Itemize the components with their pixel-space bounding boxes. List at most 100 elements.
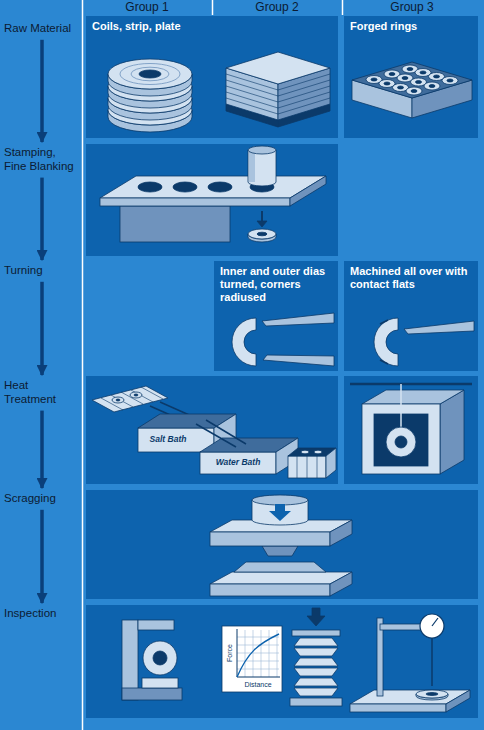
blanking-press [249,151,255,182]
quench-line [200,452,276,474]
node-text: Raw Material [4,22,80,36]
process-step-label: Stamping, Fine Blanking [3,146,81,174]
inspection-gauges [294,638,338,646]
scragging-press [210,584,330,596]
turning-operation [232,318,256,366]
inspection-gauges [290,698,342,706]
ring-tray [411,90,417,93]
process-step-label: Scragging [3,492,81,506]
plate-stack [226,52,330,127]
material-note: Forged rings [346,18,421,35]
tempering-furnace [350,383,472,386]
turning-operation [404,321,474,334]
blanking-press [100,146,326,242]
column-divider [82,0,84,730]
scragging-press [234,562,326,572]
scragging-press [262,546,298,556]
tank-label: Water Bath [215,458,262,467]
flow-arrow [40,40,44,142]
node-text: Inner and outer dias turned, corners rad… [220,265,332,305]
blanking-press [248,229,276,239]
inspection-gauges [222,626,282,692]
quench-line [326,448,336,478]
scragging-press [330,520,352,546]
ring-tray [407,68,413,71]
turning-operation [374,318,398,366]
node-text: Stamping, Fine Blanking [4,146,80,174]
tempering-furnace [362,390,464,404]
ring-tray [384,82,390,85]
ring-tray [352,62,472,98]
tempering-furnace [400,384,402,427]
scragging-press [210,495,352,596]
ring-tray [416,81,422,84]
quench-line [101,387,163,410]
ring-tray [398,86,404,89]
blanking-press [173,182,197,192]
inspection-gauges [446,690,470,712]
blanking-press [257,232,267,236]
turning-operation [380,360,388,364]
quench-line [116,399,120,401]
ring-tray [434,75,440,78]
quench-line [92,386,168,412]
inspection-gauges [294,648,338,656]
quench-line [297,456,317,478]
process-panel [344,16,478,138]
axis-label: Force [226,643,234,663]
tempering-furnace [350,384,472,474]
process-panel [86,16,478,718]
inspection-gauges [294,658,338,666]
inspection-gauges [143,641,177,675]
inspection-gauges [237,630,279,677]
quench-line [288,456,326,478]
tempering-furnace [440,390,464,474]
column-header: Group 2 [254,1,299,14]
process-step-label: Turning [3,264,81,278]
process-panel [86,16,338,138]
ring-tray [429,85,435,88]
machining-note: Inner and outer dias turned, corners rad… [216,263,336,307]
material-note: Coils, strip, plate [88,18,185,35]
inspection-gauges [294,668,338,676]
ring-tray [406,87,422,95]
inspection-gauges [416,690,448,698]
process-panel [344,261,478,371]
process-panel [344,376,478,484]
process-panel [86,490,478,599]
blanking-press [100,198,290,206]
coil-stack [139,70,161,78]
node-text: Turning [4,264,80,278]
blanking-press [120,206,230,242]
ring-tray [424,82,440,90]
quench-line [301,450,309,454]
scragging-press [330,572,352,596]
process-step-label: Raw Material [3,22,81,36]
turning-operation [380,320,388,324]
ring-tray [442,77,458,85]
quench-line [196,424,236,447]
turning-operation [232,313,474,366]
inspection-gauges [292,630,340,636]
flow-arrow [40,178,44,260]
coil-stack [131,67,169,81]
turning-operation [263,355,334,366]
quench-line [134,394,138,396]
inspection-gauges [380,624,426,630]
flow-arrow [40,411,44,488]
inspection-gauges [432,618,438,626]
process-panel [214,261,338,371]
scragging-press [210,572,352,584]
inspection-gauges [294,688,338,696]
blanking-press [290,176,326,206]
blanking-press [257,221,267,227]
node-text: Machined all over with contact flats [350,265,470,291]
process-step-label: Inspection [3,607,81,621]
scragging-press [210,532,330,546]
quench-line [138,428,214,452]
column-header: Group 3 [389,1,434,14]
